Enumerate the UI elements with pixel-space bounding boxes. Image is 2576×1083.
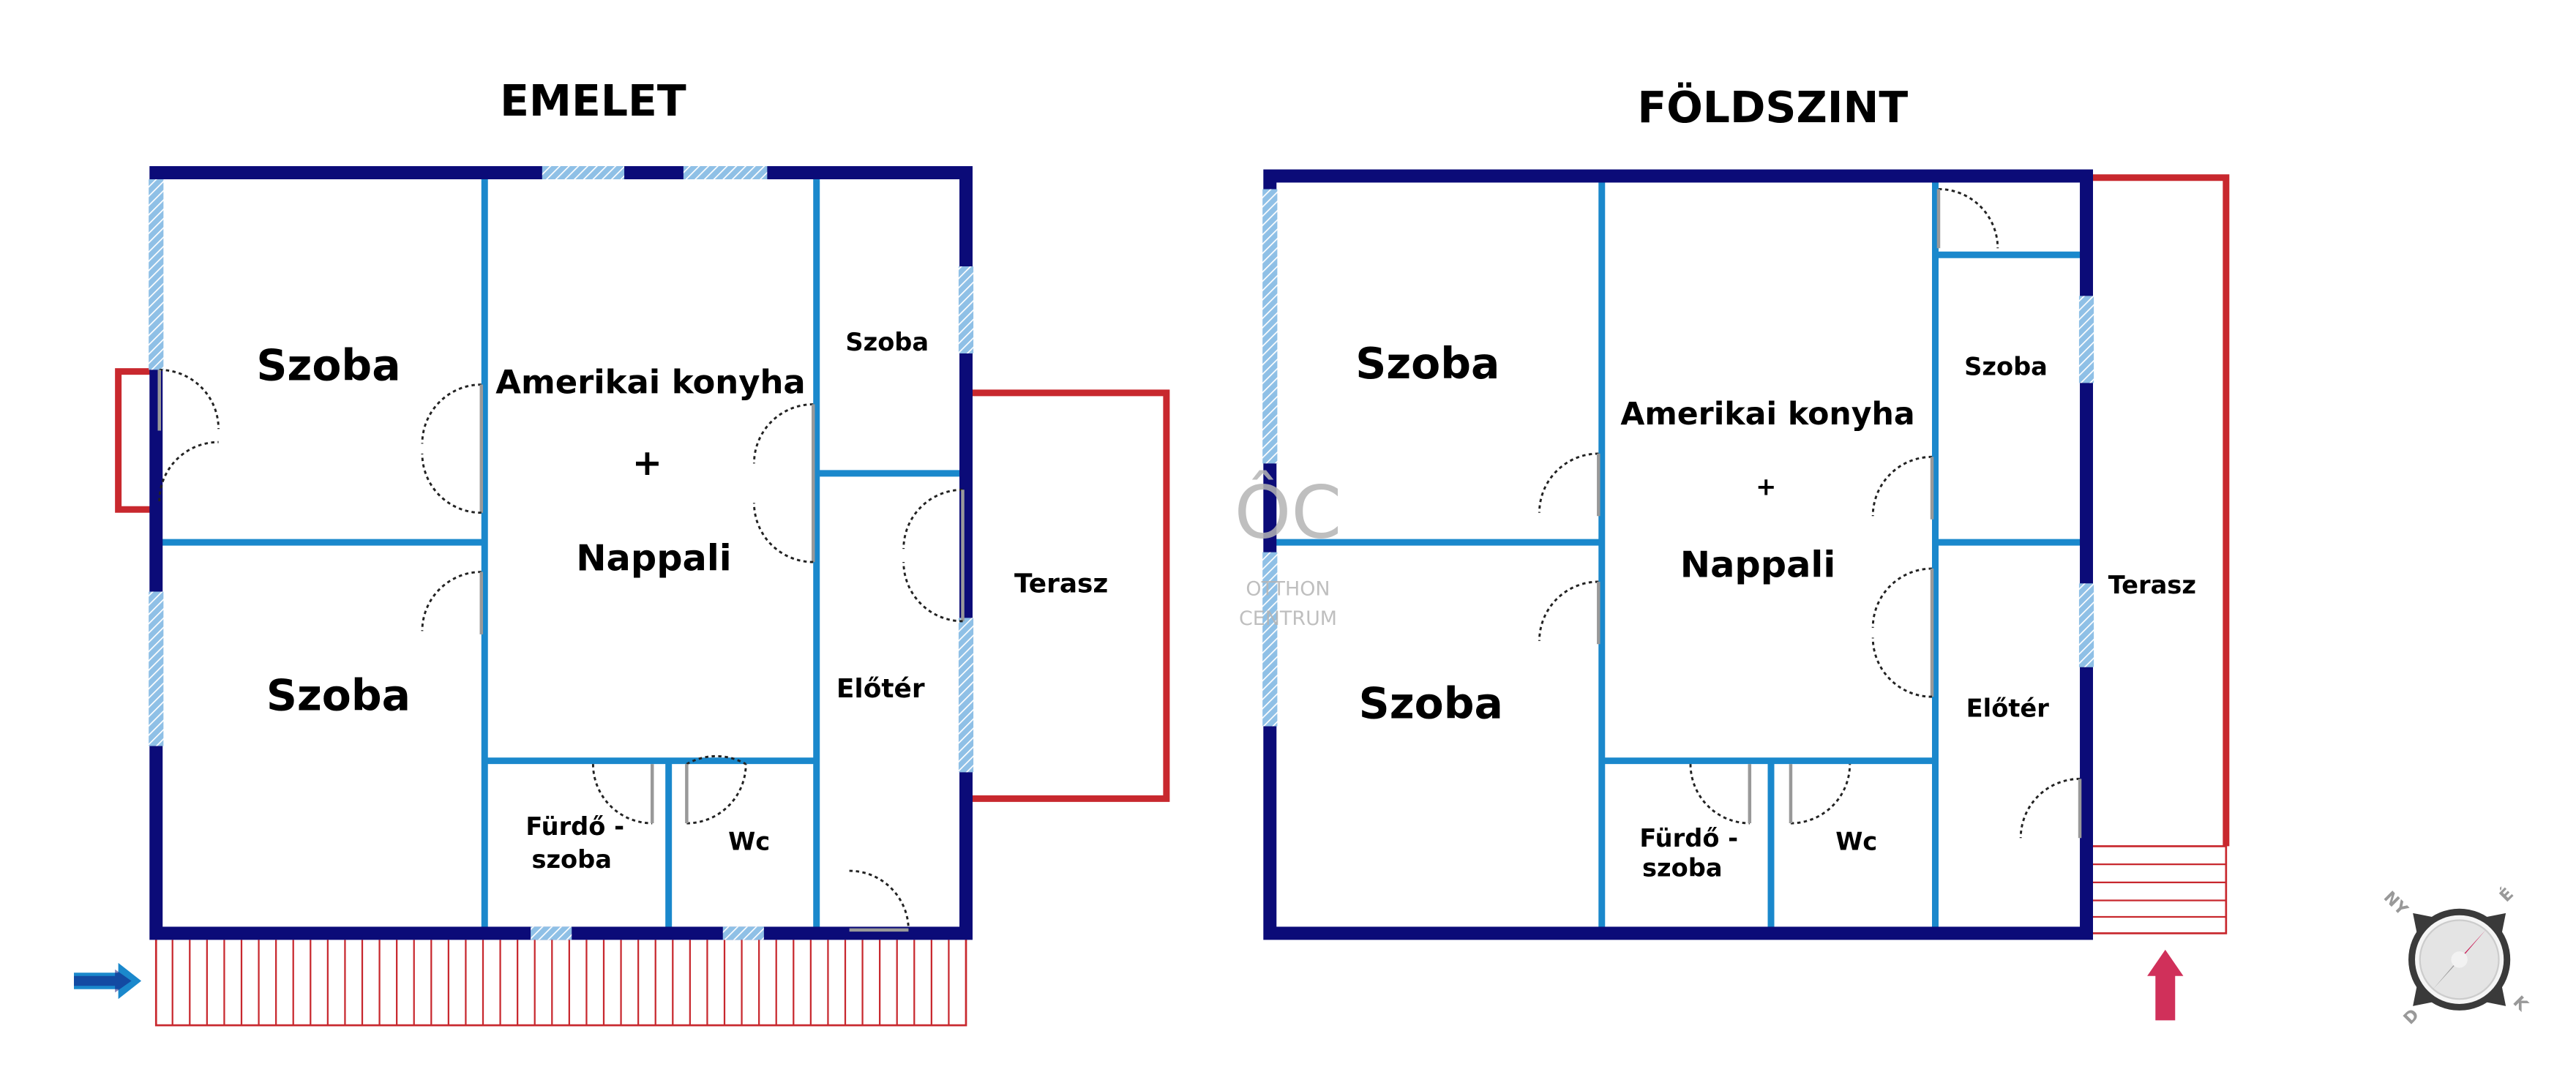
ground-floor-plan: FÖLDSZINT — [1262, 82, 2230, 1021]
ground-terrace-outline — [2089, 174, 2230, 847]
compass-west: NY — [2380, 888, 2412, 920]
ground-doors — [1538, 188, 2082, 839]
upper-doors — [157, 368, 965, 932]
upper-side-entrance — [115, 368, 158, 513]
ground-room-szoba-sw: Szoba — [1359, 679, 1503, 729]
compass-north: É — [2495, 883, 2517, 906]
ground-room-szoba-ne: Szoba — [1964, 353, 2048, 381]
ground-room-kitchen-line2: Nappali — [1680, 543, 1836, 585]
upper-room-kitchen-line1: Amerikai konyha — [495, 363, 805, 402]
ground-exterior-walls — [1263, 169, 2093, 940]
upper-interior-walls — [159, 177, 963, 930]
ground-room-wc: Wc — [1835, 827, 1877, 855]
upper-room-terasz: Terasz — [1014, 569, 1108, 599]
ground-room-kitchen-plus: + — [1756, 473, 1776, 501]
upper-title: EMELET — [500, 76, 686, 126]
upper-room-bath-line2: szoba — [531, 845, 612, 874]
ground-interior-walls — [1273, 177, 2083, 930]
ground-room-bath-line2: szoba — [1642, 853, 1723, 882]
compass-east: K — [2509, 992, 2533, 1016]
ground-title: FÖLDSZINT — [1637, 82, 1908, 132]
upper-terrace-outline — [966, 389, 1170, 802]
upper-room-kitchen-plus: + — [632, 441, 662, 484]
logo-line1: OTTHON — [1246, 578, 1330, 601]
ground-room-bath-line1: Fürdő - — [1639, 824, 1738, 852]
upper-room-szoba-ne: Szoba — [845, 328, 929, 356]
upper-windows — [149, 166, 974, 940]
compass-icon: É NY D K — [2380, 883, 2533, 1029]
upper-room-kitchen-line2: Nappali — [576, 536, 732, 579]
compass-south: D — [2400, 1005, 2423, 1029]
logo-line2: CENTRUM — [1239, 607, 1337, 630]
upper-room-eloter: Előtér — [836, 674, 925, 704]
ground-windows — [1262, 189, 2094, 727]
ground-room-szoba-nw: Szoba — [1355, 339, 1499, 389]
upper-floor-plan: EMELET — [74, 76, 1170, 1027]
upper-room-bath-line1: Fürdő - — [525, 812, 624, 841]
ground-room-eloter: Előtér — [1966, 694, 2050, 723]
upper-room-szoba-nw: Szoba — [256, 340, 400, 390]
ground-room-kitchen-line1: Amerikai konyha — [1620, 396, 1914, 432]
ground-entrance-arrow-icon — [2147, 949, 2184, 1021]
upper-room-szoba-sw: Szoba — [266, 670, 411, 720]
ground-room-terasz: Terasz — [2108, 571, 2196, 599]
logo-mark: ÔC — [1235, 470, 1342, 555]
upper-room-wc: Wc — [728, 827, 770, 855]
ground-stairs — [2090, 845, 2228, 934]
otthon-centrum-logo: ÔC OTTHON CENTRUM — [1235, 470, 1342, 630]
upper-balcony-strip — [154, 935, 967, 1027]
entrance-arrow-icon — [74, 962, 142, 1000]
